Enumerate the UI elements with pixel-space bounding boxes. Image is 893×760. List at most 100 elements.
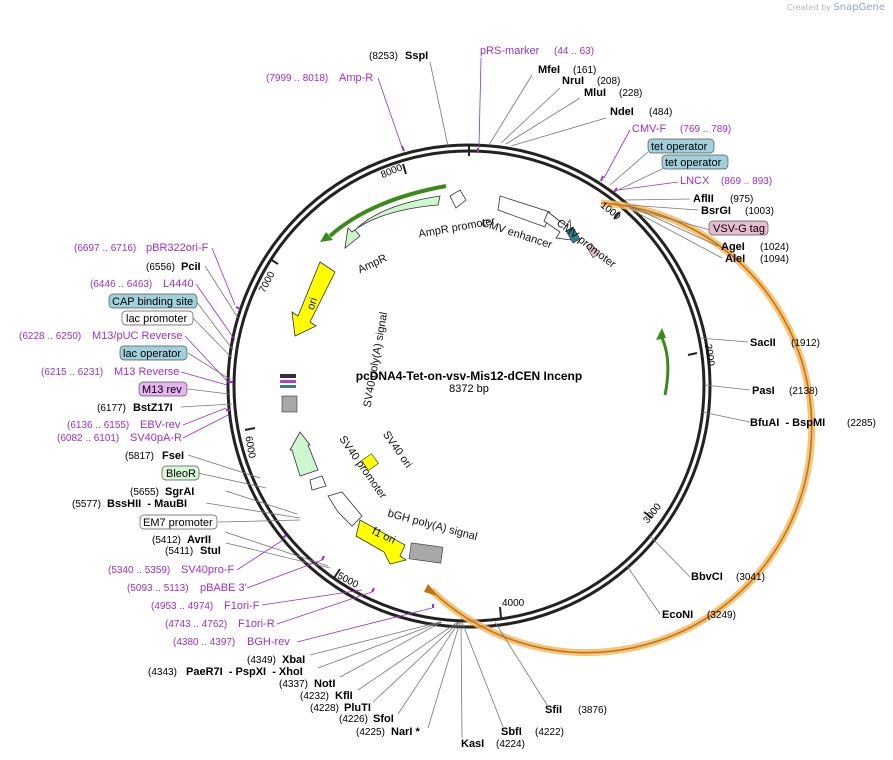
primer-f1ori-f: F1ori-F [224,600,260,612]
primer-f1ori-r: F1ori-R [238,618,275,630]
enzyme-sfii: SfiI [545,704,562,716]
enzyme-pcii-pos: (6556) [146,262,175,273]
enzyme-bsrgi-pos: (1003) [745,206,774,217]
enzyme-sfii-pos: (3876) [578,705,607,716]
enzyme-pluti: PluTI [344,702,371,714]
lac-promoter-box: lac promoter [126,313,187,325]
primer-amp-r-pos: (7999 .. 8018) [266,73,328,84]
enzyme-labels: (8253) SspI MfeI (161) NruI (208) MluI (… [72,50,876,750]
tick-7000: 7000 [257,270,277,295]
tet-operator-box-1: tet operator [651,141,708,153]
enzyme-sfoi-pos: (4226) [339,714,368,725]
enzyme-sgrai: SgrAI [165,486,194,498]
ori-arrow [291,261,336,337]
enzyme-bfuai-bspmi: BfuAI - BspMI [750,417,825,429]
primer-pbabe3-pos: (5093 .. 5113) [127,583,189,594]
enzyme-nrui: NruI [562,75,584,87]
em7-promoter-box: EM7 promoter [143,517,213,529]
enzyme-agei: AgeI [721,241,745,253]
bleor-arrow [289,431,319,477]
enzyme-kasi-pos: (4224) [496,739,525,750]
f1-ori-arrow [355,519,407,565]
primer-pbabe3: pBABE 3' [200,582,247,594]
tick-4000: 4000 [502,598,525,609]
insert-arrowhead [424,584,438,596]
enzyme-bbvci-pos: (3041) [736,572,765,583]
cmv-enhancer-arrow [497,195,551,228]
sv40-promoter-label: SV40 promoter [336,434,388,502]
primer-cmv-f-pos: (769 .. 789) [680,124,731,135]
primer-m13-reverse: M13 Reverse [114,366,179,378]
snapgene-brand: Created by SnapGene [786,2,885,13]
primer-prs-marker-pos: (44 .. 63) [554,46,594,57]
enzyme-fsei: FseI [162,450,184,462]
position-ticks [244,145,698,619]
enzyme-sfoi: SfoI [373,713,394,725]
enzyme-bsshii-maubi: BssHII - MauBI [107,498,187,510]
enzyme-avrii-pos: (5412) [152,535,181,546]
cmv-promoter-arrow [543,211,573,241]
m13-rev-box: M13 rev [142,384,182,396]
sv40-polya-marks [280,374,298,413]
enzyme-agei-pos: (1024) [760,242,789,253]
primer-sv40pro-f: SV40pro-F [181,564,234,576]
primer-f1ori-r-pos: (4743 .. 4762) [165,619,227,630]
enzyme-bstz17i: BstZ17I [133,402,173,414]
enzyme-sacii: SacII [750,337,776,349]
enzyme-nrui-pos: (208) [597,76,620,87]
primer-sv40pa-r-pos: (6082 .. 6101) [57,433,119,444]
bleor-box: BleoR [166,468,196,480]
enzyme-alei: AleI [725,253,745,265]
primer-bgh-rev: BGH-rev [247,636,290,648]
enzyme-kasi: KasI [461,738,484,750]
enzyme-xbai-pos: (4349) [247,655,276,666]
enzyme-mfei-pos: (161) [573,65,596,76]
enzyme-nari-pos: (4225) [356,727,385,738]
enzyme-mlui-pos: (228) [619,88,642,99]
primer-sv40pro-f-pos: (5340 .. 5359) [108,565,170,576]
ampr-arrow [344,195,441,249]
boxed-labels: tet operator tet operator VSV-G tag CAP … [108,138,769,530]
sv40-ori-mark [361,453,379,471]
enzyme-stui-pos: (5411) [165,546,193,557]
enzyme-econi: EcoNI [662,609,693,621]
cmv-promoter-label: CMV promoter [554,217,618,271]
enzyme-sspi-pos: (8253) [369,51,398,62]
primer-ticks [226,145,618,608]
primer-pbr322ori-f: pBR322ori-F [146,242,209,254]
primer-ebv-rev: EBV-rev [140,419,181,431]
ampr-promoter-arrow [449,189,467,209]
enzyme-kfli: KflI [335,690,353,702]
em7-promoter-arrow [309,475,327,491]
vsvg-mark [585,242,599,258]
enzyme-ndei-pos: (484) [649,107,672,118]
enzyme-bstz17i-pos: (6177) [97,403,126,414]
enzyme-xbai: XbaI [282,654,305,666]
primer-lncx-pos: (869 .. 893) [721,176,772,187]
enzyme-sacii-pos: (1912) [791,338,820,349]
enzyme-kfli-pos: (4232) [300,691,329,702]
bgh-polya-label: bGH poly(A) signal [386,508,478,543]
enzyme-sspi: SspI [405,50,428,62]
primer-m13-puc-reverse-pos: (6228 .. 6250) [19,331,81,342]
tick-6000: 6000 [242,435,257,459]
primer-amp-r: Amp-R [339,72,373,84]
enzyme-nari: NarI * [391,726,420,738]
vsvg-tag-box: VSV-G tag [713,223,765,235]
enzyme-fsei-pos: (5817) [125,451,154,462]
enzyme-pluti-pos: (4228) [310,703,339,714]
primer-sv40pa-r: SV40pA-R [130,432,182,444]
sv40-promoter-arrow [327,491,363,527]
enzyme-sbfi-pos: (4222) [535,727,564,738]
primer-bgh-rev-pos: (4380 .. 4397) [173,637,235,648]
ampr-label: AmpR [356,252,389,276]
enzyme-ndei: NdeI [610,106,634,118]
ampr-track [328,184,447,238]
primer-lncx: LNCX [680,175,710,187]
tet-operator-box-2: tet operator [665,157,722,169]
sv40-polya-label: SV40 poly(A) signal [362,311,391,408]
primer-pbr322ori-f-pos: (6697 .. 6716) [74,243,136,254]
tick-2000: 2000 [702,343,716,367]
primer-l4440: L4440 [163,278,194,290]
